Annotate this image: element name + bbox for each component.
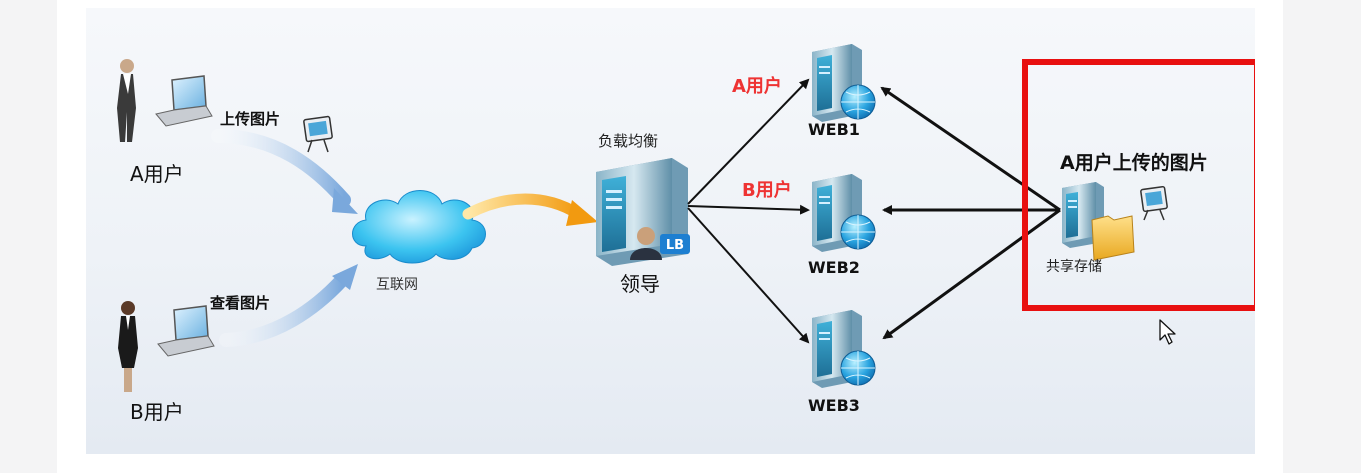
picture-icon xyxy=(303,115,333,153)
web1-server-icon xyxy=(812,44,876,122)
user-b-laptop-icon xyxy=(157,305,215,357)
internet-label: 互联网 xyxy=(376,277,418,293)
folder-icon xyxy=(1091,215,1135,261)
internet-to-lb-arrow xyxy=(462,193,584,220)
diagram-canvas: LB xyxy=(117,44,1255,392)
user-b-person-icon xyxy=(118,301,138,392)
view-label: 查看图片 xyxy=(210,294,271,312)
upload-label: 上传图片 xyxy=(220,110,281,128)
storage-to-web3-arrow xyxy=(882,208,1061,340)
route-a-label: A用户 xyxy=(732,76,782,97)
storage-to-web1-arrow xyxy=(880,86,1061,212)
user-a-person-icon xyxy=(117,59,136,142)
architecture-diagram: LB xyxy=(86,8,1255,454)
lb-to-web1-arrow xyxy=(687,78,810,205)
view-arrow xyxy=(219,273,349,347)
shared-storage-label: 共享存储 xyxy=(1046,259,1102,275)
highlight-box xyxy=(1022,59,1255,311)
lb-admin-avatar-icon xyxy=(630,227,662,260)
internet-cloud-icon xyxy=(352,190,486,264)
user-a-label: A用户 xyxy=(130,162,184,186)
web1-label: WEB1 xyxy=(808,120,860,139)
route-b-label: B用户 xyxy=(742,180,792,201)
lb-badge: LB xyxy=(660,234,690,254)
stored-picture-icon xyxy=(1140,185,1168,221)
lb-to-web2-arrow xyxy=(687,204,810,215)
user-a-laptop-icon xyxy=(155,75,213,127)
highlight-caption: A用户上传的图片 xyxy=(1060,152,1208,174)
load-balancer-label: 负载均衡 xyxy=(598,132,659,150)
upload-arrow-head xyxy=(332,188,358,214)
lb-to-web3-arrow xyxy=(687,207,810,344)
web3-label: WEB3 xyxy=(808,396,860,415)
lb-badge-label: LB xyxy=(666,238,684,253)
web2-server-icon xyxy=(812,174,876,252)
view-arrow-head xyxy=(332,264,358,290)
upload-arrow xyxy=(211,129,351,207)
leader-label: 领导 xyxy=(620,272,660,296)
web2-label: WEB2 xyxy=(808,258,860,277)
internet-to-lb-arrow-head xyxy=(566,200,598,226)
mouse-cursor-icon xyxy=(1159,319,1176,345)
web3-server-icon xyxy=(812,310,876,388)
user-b-label: B用户 xyxy=(130,400,184,424)
